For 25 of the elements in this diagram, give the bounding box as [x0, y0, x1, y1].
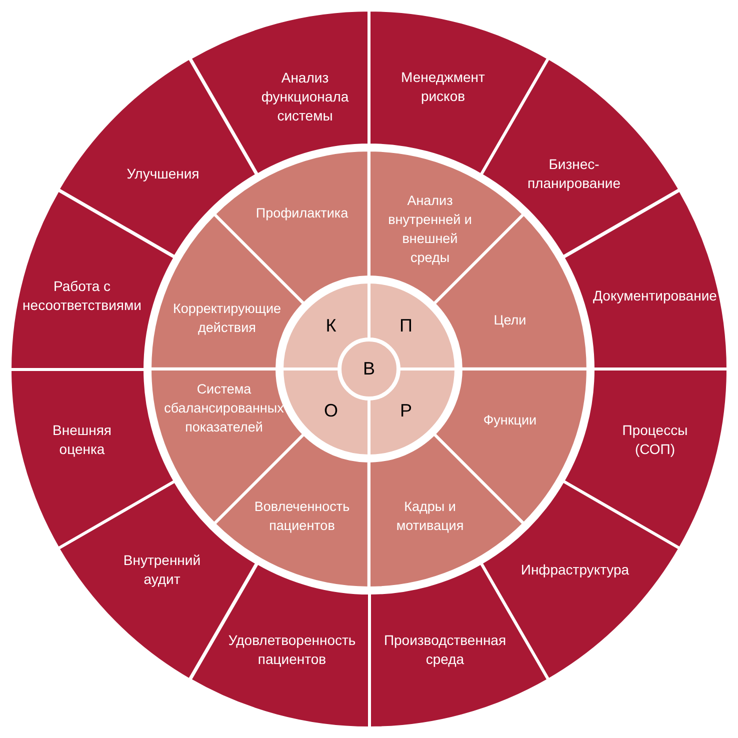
- segment-label: Удовлетворенность пациентов: [227, 630, 357, 669]
- segment-label: Внешняя оценка: [52, 421, 112, 459]
- segment-label: П: [398, 314, 414, 338]
- segment-label: Анализ внутренней и внешней среды: [387, 192, 473, 267]
- segment-label: Работа с несоответствиями: [22, 277, 142, 315]
- segment-label: Р: [398, 400, 413, 422]
- segment-label: Документирование: [592, 286, 718, 306]
- segment-label: Система сбалансированных показателей: [163, 380, 285, 436]
- segment-label: Процессы (СОП): [621, 421, 689, 459]
- segment-label: О: [322, 400, 339, 422]
- segment-label: Производственная среда: [382, 630, 508, 669]
- segment-label: К: [324, 314, 338, 338]
- segment-label: Кадры и мотивация: [395, 498, 465, 535]
- segment-label: Внутренний аудит: [122, 551, 202, 589]
- segment-label: Инфраструктура: [520, 560, 630, 580]
- segment-label: Вовлеченность пациентов: [253, 498, 351, 535]
- segment-label: Цели: [492, 311, 528, 330]
- segment-label: Менеджмент рисков: [400, 68, 486, 106]
- segment-label: Функции: [482, 412, 538, 430]
- segment-label: Улучшения: [126, 164, 200, 184]
- segment-label: Профилактика: [254, 204, 350, 222]
- segment-label: В: [362, 358, 376, 380]
- segment-label: Анализ функционала системы: [260, 68, 350, 126]
- segment-label: Корректирующие действия: [172, 300, 282, 337]
- segment-label: Бизнес-планирование: [526, 154, 622, 193]
